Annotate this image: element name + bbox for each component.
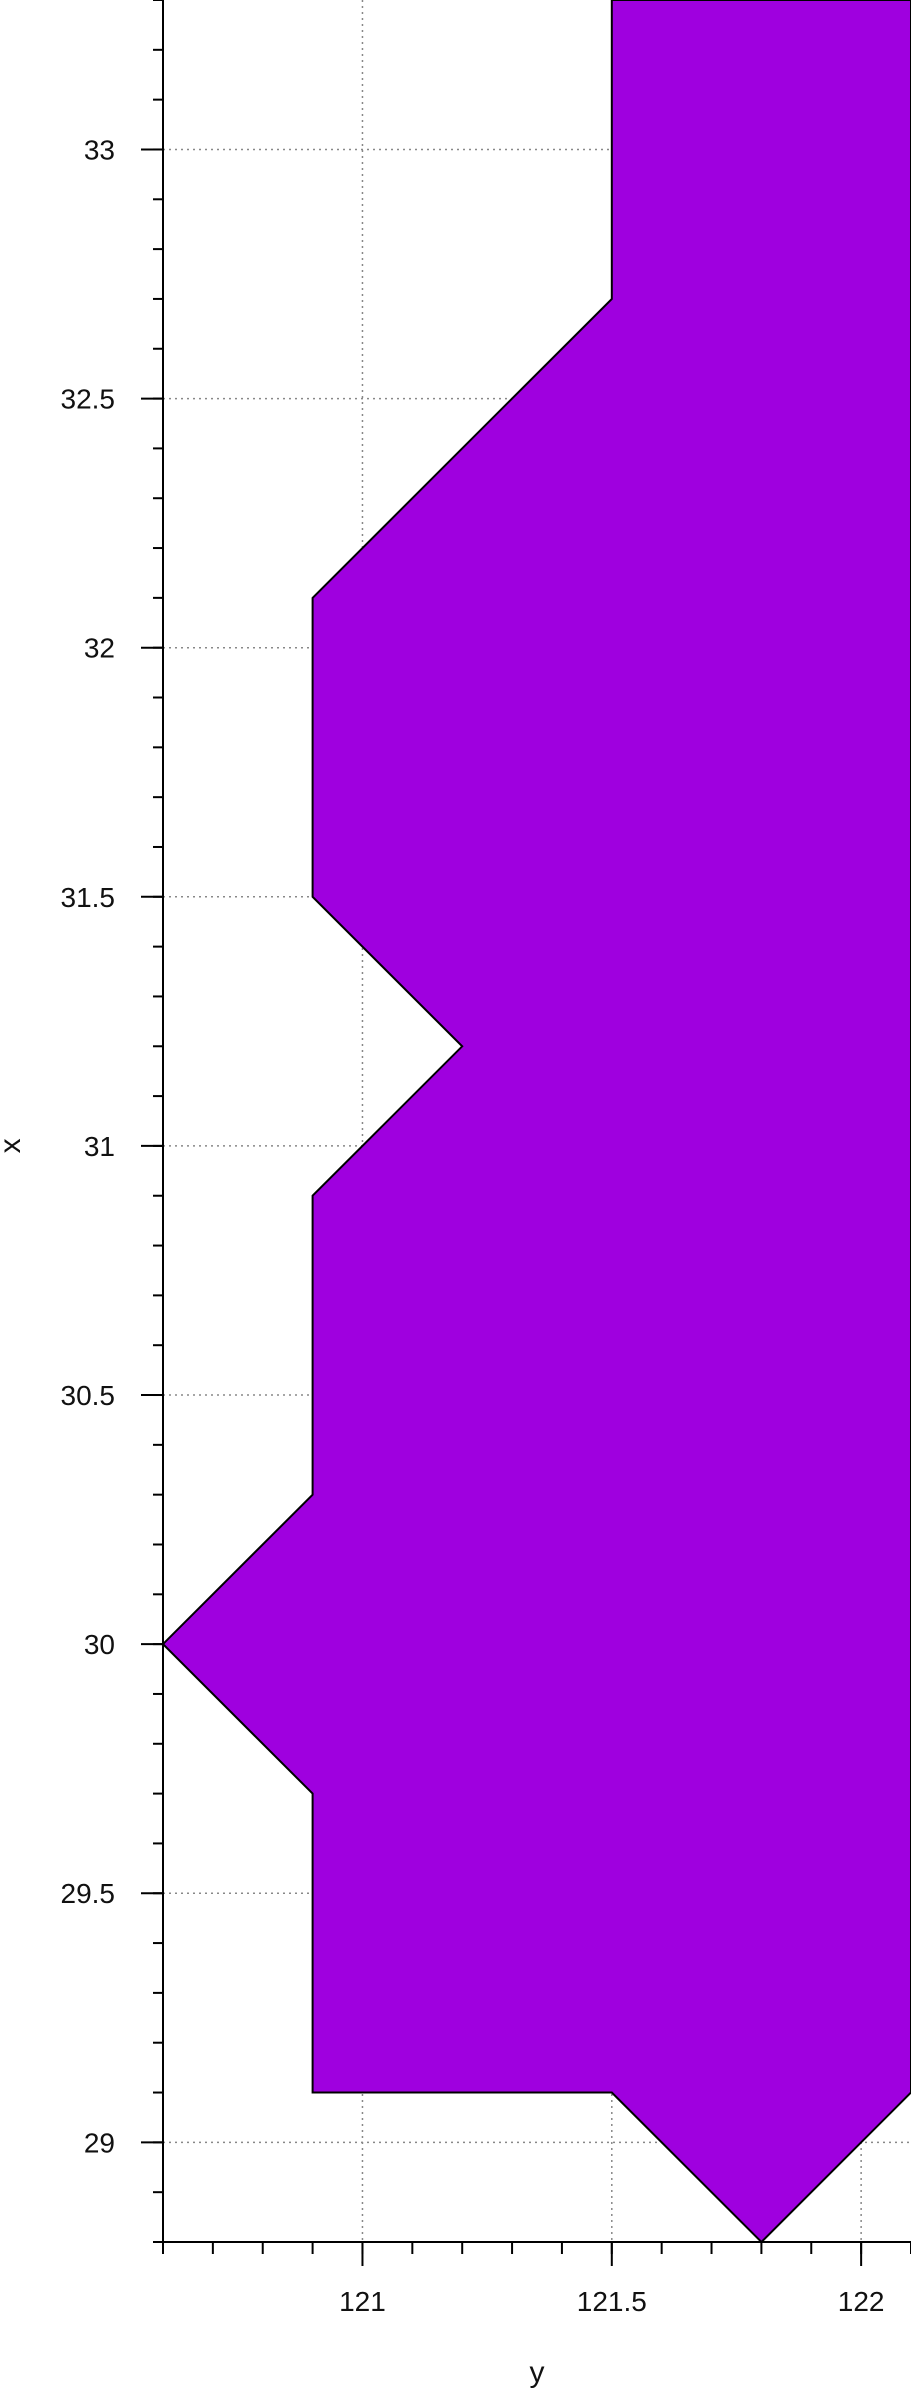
filled-region-polygon bbox=[161, 0, 911, 2244]
x-tick-label-2: 122 bbox=[838, 2286, 885, 2317]
y-tick-label-0: 29 bbox=[84, 2127, 115, 2158]
y-axis-label: x bbox=[0, 1138, 27, 1153]
y-tick-label-5: 31.5 bbox=[61, 882, 116, 913]
axis-layer: 29 29.5 30 30.5 31 31.5 32 32.5 33 121 121.5 122 bbox=[61, 0, 911, 2317]
y-tick-label-6: 32 bbox=[84, 633, 115, 664]
y-tick-label-8: 33 bbox=[84, 134, 115, 165]
x-tick-label-1: 121.5 bbox=[577, 2286, 647, 2317]
x-tick-label-0: 121 bbox=[339, 2286, 386, 2317]
y-tick-label-1: 29.5 bbox=[61, 1878, 116, 1909]
x-axis-label: y bbox=[530, 2356, 545, 2388]
plot-layer bbox=[161, 0, 911, 2244]
y-tick-label-2: 30 bbox=[84, 1629, 115, 1660]
y-tick-label-4: 31 bbox=[84, 1131, 115, 1162]
y-tick-label-7: 32.5 bbox=[61, 384, 116, 415]
y-tick-label-3: 30.5 bbox=[61, 1380, 116, 1411]
